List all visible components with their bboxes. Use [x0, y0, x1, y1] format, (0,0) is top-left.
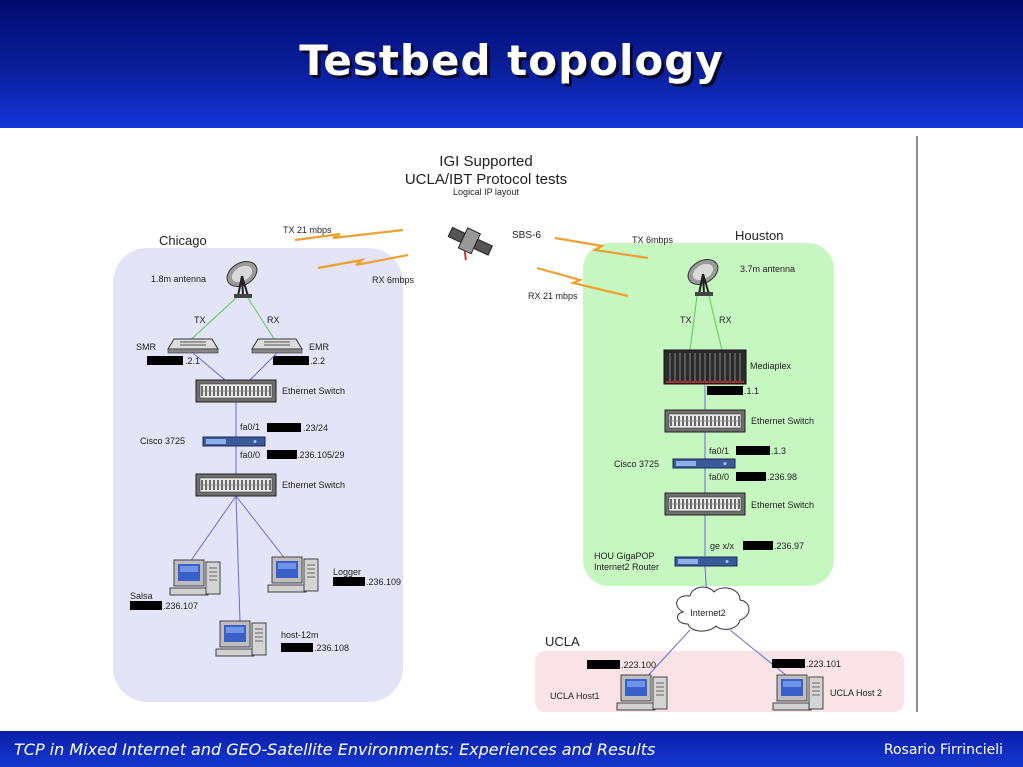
ucla-host1-label: UCLA Host1: [550, 691, 600, 701]
logger-ip: .236.109: [366, 577, 401, 587]
host12m-ip: .236.108: [314, 643, 349, 653]
footer-author: Rosario Firrincieli: [883, 742, 1003, 758]
slide-title: Testbed topology: [299, 36, 724, 85]
footer-bar: TCP in Mixed Internet and GEO-Satellite …: [0, 731, 1023, 767]
chicago-ethernet-switch-2-icon: [195, 473, 277, 497]
mediaplex-label: Mediaplex: [750, 361, 792, 371]
houston-switch1-label: Ethernet Switch: [751, 416, 814, 426]
link-bolts: [294, 228, 649, 298]
houston-switch2-label: Ethernet Switch: [751, 500, 814, 510]
houston-tx-bolt: [554, 236, 649, 260]
internet2-label: Internet2: [690, 608, 726, 618]
chicago-switch1-label: Ethernet Switch: [282, 386, 345, 396]
emr-ip: .2.2: [310, 356, 325, 366]
emr-label: EMR: [309, 342, 330, 352]
redaction-block: [267, 450, 297, 459]
smr-ip: .2.1: [185, 356, 200, 366]
houston-rx-label: RX 21 mbps: [528, 291, 578, 301]
houston-fa01-label: fa0/1: [709, 446, 729, 456]
houston-fa00-label: fa0/0: [709, 472, 729, 482]
houston-ethernet-switch-2-icon: [664, 492, 746, 516]
diagram-subtitle: Logical IP layout: [453, 187, 519, 197]
redaction-block: [736, 472, 766, 481]
salsa-label: Salsa: [130, 591, 153, 601]
chicago-fa00-label: fa0/0: [240, 450, 260, 460]
redaction-block: [267, 423, 301, 432]
houston-antenna-label: 3.7m antenna: [740, 264, 795, 274]
topology-diagram: IGI Supported UCLA/IBT Protocol tests Lo…: [113, 136, 918, 712]
footer-presentation-title: TCP in Mixed Internet and GEO-Satellite …: [14, 740, 656, 759]
chicago-tx: TX: [194, 315, 206, 325]
internet2-cloud-icon: [676, 586, 750, 632]
chicago-tx-bolt: [294, 228, 404, 242]
chicago-rx-bolt: [317, 253, 409, 270]
gigapop-router-icon: [674, 556, 738, 567]
houston-label: Houston: [735, 228, 783, 243]
diagram-title-1: IGI Supported: [439, 153, 532, 170]
houston-antenna-links: [689, 295, 723, 351]
houston-tx: TX: [680, 315, 692, 325]
chicago-rx: RX: [267, 315, 280, 325]
ucla-label: UCLA: [545, 634, 580, 649]
mediaplex-ip: .1.1: [744, 386, 759, 396]
ucla-host2-label: UCLA Host 2: [830, 688, 882, 698]
salsa-ip: .236.107: [163, 601, 198, 611]
redaction-block: [130, 601, 162, 610]
houston-fa01-ip: .1.3: [771, 446, 786, 456]
redaction-block: [147, 356, 183, 365]
redaction-block: [736, 446, 770, 455]
redaction-block: [587, 660, 620, 669]
chicago-cisco-router-icon: [202, 436, 266, 447]
smr-label: SMR: [136, 342, 157, 352]
ucla-host2-computer-icon: [772, 674, 824, 711]
satellite-icon: [447, 226, 494, 261]
redaction-block: [707, 386, 743, 395]
smr-modem-icon: [167, 338, 219, 354]
emr-modem-icon: [251, 338, 303, 354]
ucla-links: [643, 629, 793, 681]
chicago-switch2-label: Ethernet Switch: [282, 480, 345, 490]
ucla-host1-computer-icon: [616, 674, 668, 711]
chicago-ethernet-switch-1-icon: [195, 379, 277, 403]
chicago-fa01-label: fa0/1: [240, 422, 260, 432]
gigapop-label-1: HOU GigaPOP: [594, 551, 655, 561]
redaction-block: [772, 659, 805, 668]
salsa-computer-icon: [169, 559, 221, 596]
houston-rx-bolt: [536, 266, 629, 298]
chicago-lan-links: [189, 352, 287, 623]
houston-router-label: Cisco 3725: [614, 459, 659, 469]
redaction-block: [273, 356, 309, 365]
redaction-block: [281, 643, 313, 652]
houston-fa00-ip: .236.98: [767, 472, 797, 482]
diagram-title-2: UCLA/IBT Protocol tests: [405, 171, 567, 188]
ucla-host2-ip: .223.101: [806, 659, 841, 669]
host12m-computer-icon: [215, 620, 267, 657]
logger-label: Logger: [333, 567, 361, 577]
chicago-fa00-ip: .236.105/29: [297, 450, 345, 460]
chicago-tx-label: TX 21 mbps: [283, 225, 332, 235]
redaction-block: [333, 577, 365, 586]
houston-ethernet-switch-1-icon: [664, 409, 746, 433]
host12m-label: host-12m: [281, 630, 319, 640]
chicago-fa01-ip: .23/24: [303, 423, 328, 433]
chicago-antenna-label: 1.8m antenna: [151, 274, 206, 284]
houston-tx-label: TX 6mbps: [632, 235, 674, 245]
chicago-antenna-links: [184, 297, 279, 346]
logger-computer-icon: [267, 556, 319, 593]
gigapop-label-2: Internet2 Router: [594, 562, 659, 572]
chicago-router-label: Cisco 3725: [140, 436, 185, 446]
ucla-host1-ip: .223.100: [621, 660, 656, 670]
houston-ge-label: ge x/x: [710, 541, 735, 551]
mediaplex-icon: [663, 349, 747, 385]
chicago-rx-label: RX 6mbps: [372, 275, 415, 285]
chicago-label: Chicago: [159, 233, 207, 248]
title-bar: Testbed topology: [0, 0, 1023, 128]
houston-rx: RX: [719, 315, 732, 325]
houston-cisco-router-icon: [672, 458, 736, 469]
redaction-block: [743, 541, 773, 550]
houston-ge-ip: .236.97: [774, 541, 804, 551]
satellite-label: SBS-6: [512, 230, 541, 241]
